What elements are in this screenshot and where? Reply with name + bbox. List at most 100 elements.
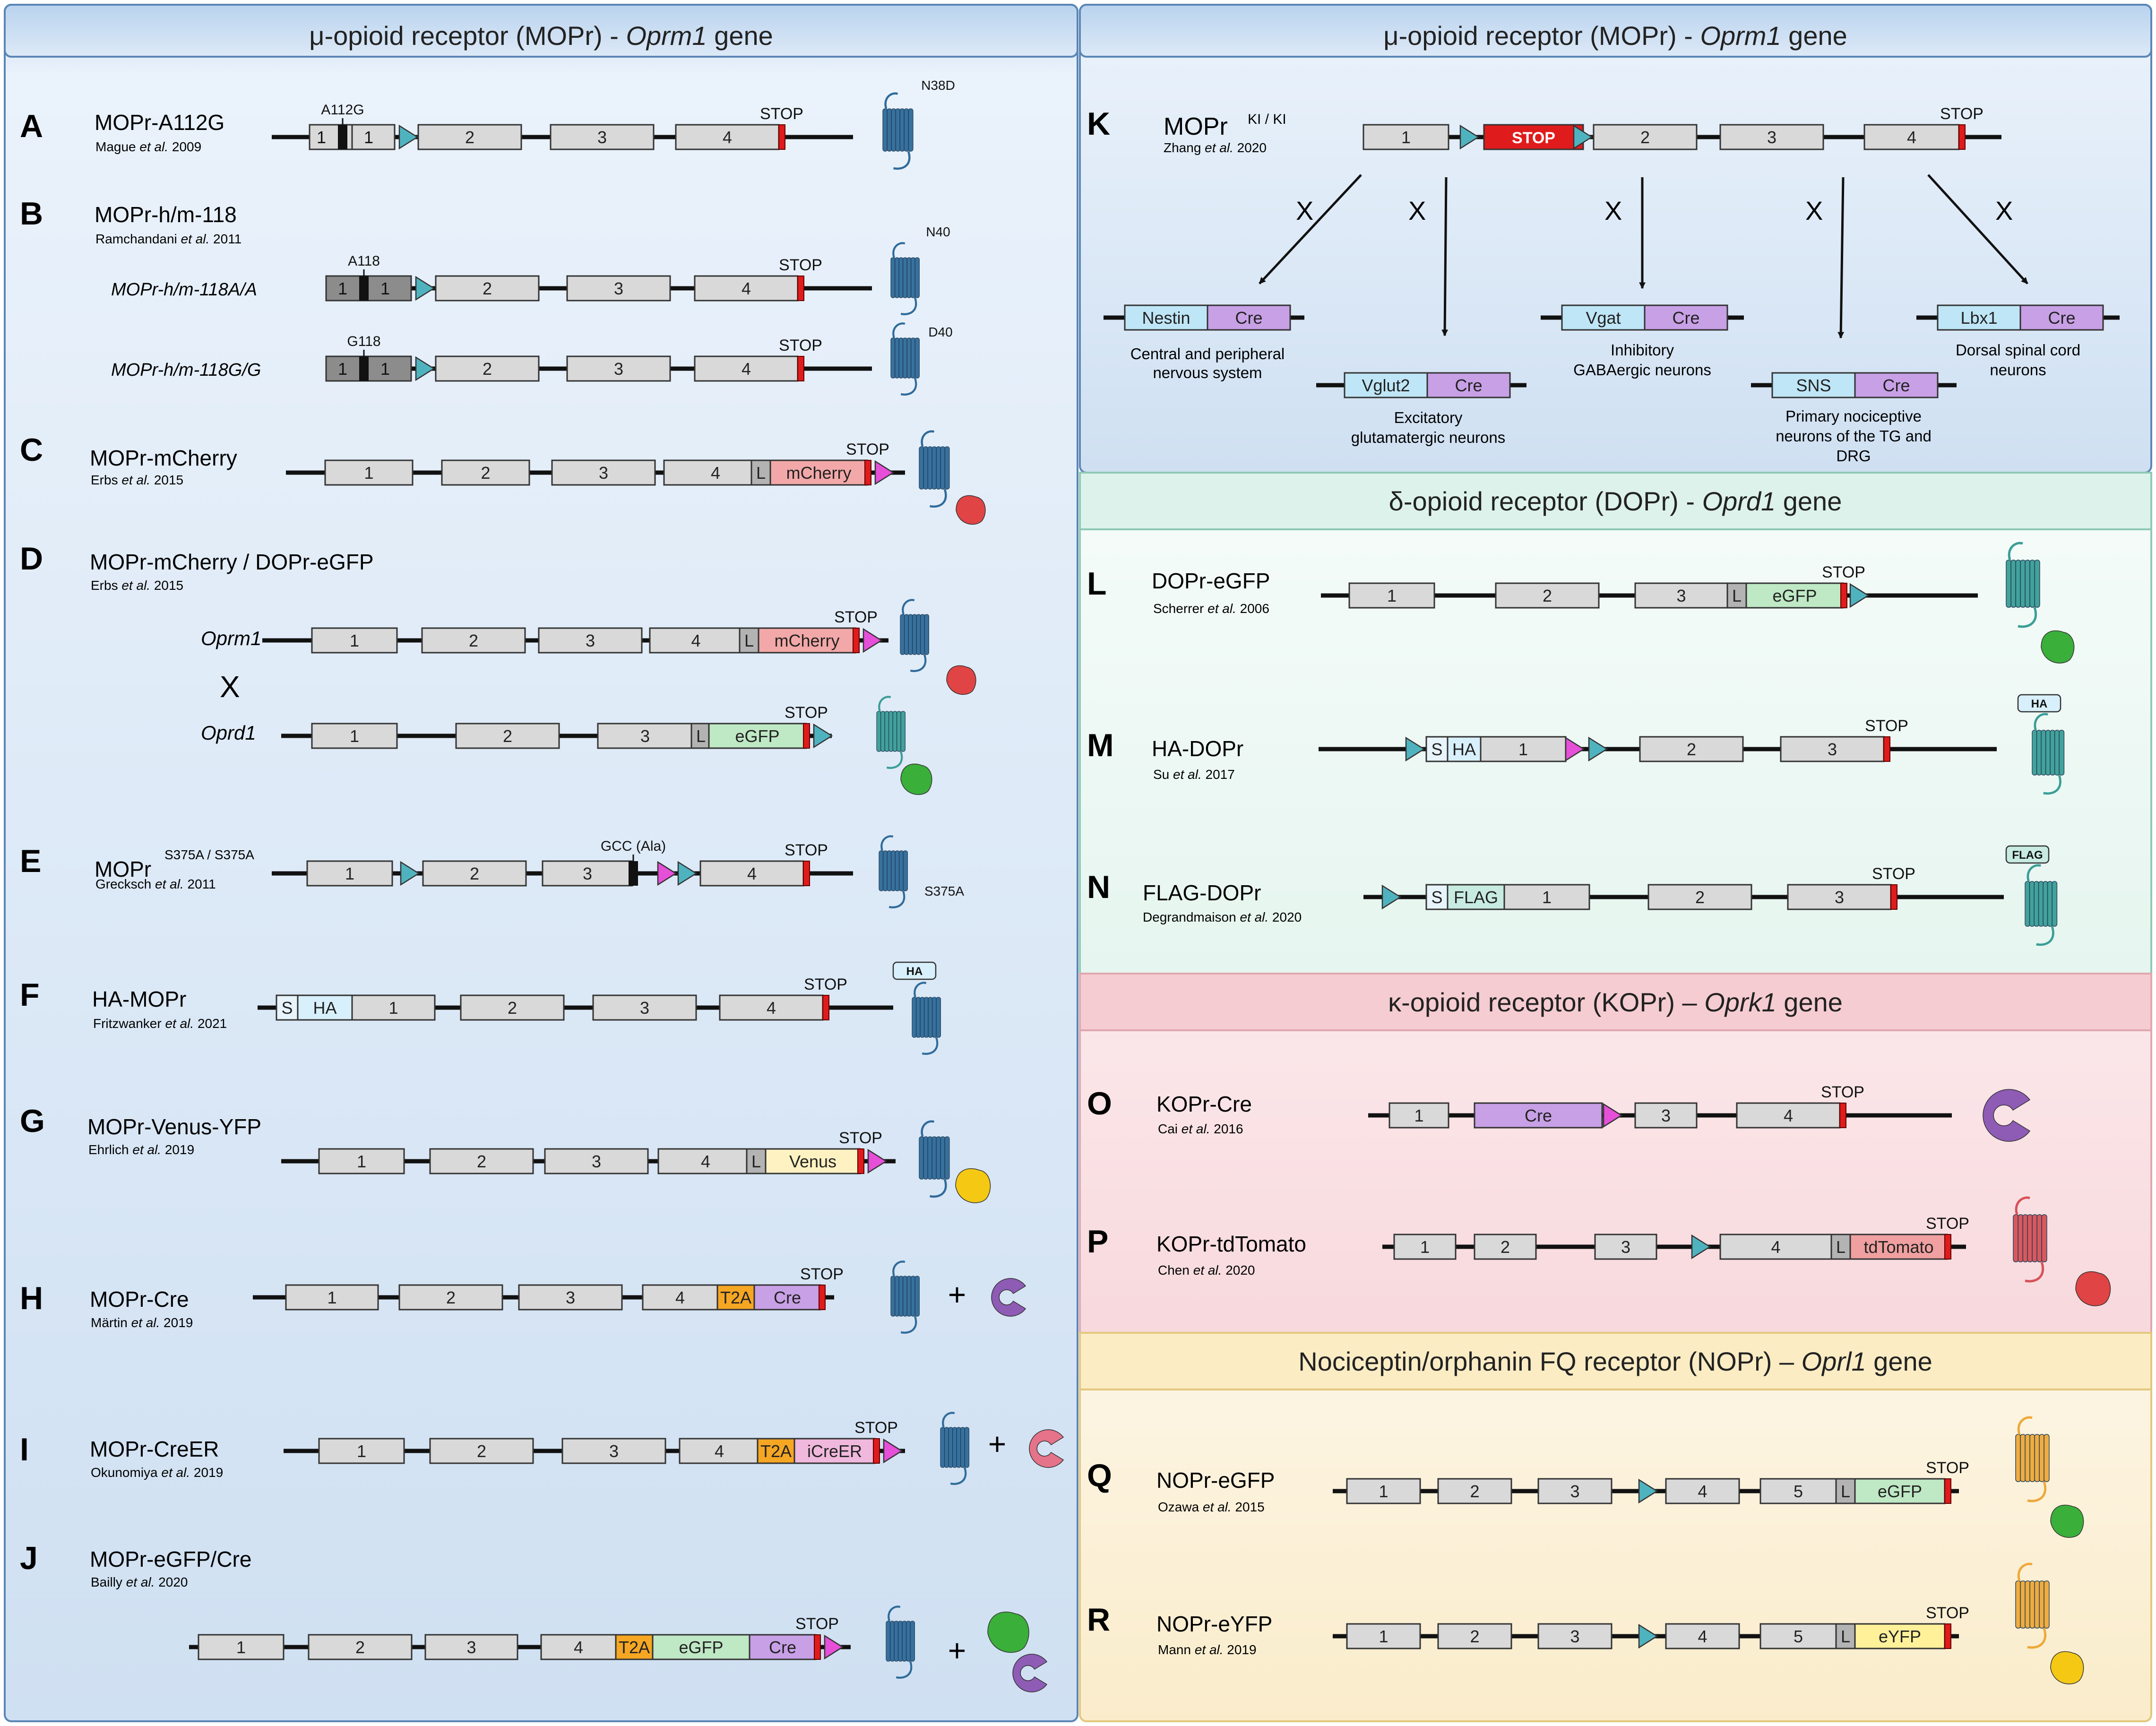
exon-block [551,459,656,486]
stop-codon [1883,736,1890,762]
n-terminus [2015,1196,2030,1215]
label: Lbx1 [1960,308,1997,328]
label: 1 [1401,128,1411,147]
label: 3 [566,1288,575,1307]
row-A-label: A MOPr-A112G Mague et al. 2009 [20,108,224,154]
label: 4 [574,1638,583,1657]
loxp-site [1381,884,1402,910]
label: 4 [1771,1237,1780,1257]
loxp-site [813,723,833,749]
ha-tag-M: HA [2017,694,2061,713]
n-terminus [892,1260,906,1277]
svg-text:NOPr-eYFP: NOPr-eYFP [1156,1612,1272,1636]
label: 3 [609,1441,619,1461]
exon-block [1593,124,1698,150]
exon-block [1759,1623,1837,1649]
label: HA [906,965,923,978]
svg-text:G: G [20,1103,45,1139]
n-terminus [888,1605,901,1622]
svg-text:MOPr-h/m-118: MOPr-h/m-118 [95,202,237,227]
svg-text:N: N [1087,869,1110,905]
exon-block [455,723,560,749]
exon-block [642,1284,718,1311]
creer-protein-I [1029,1429,1064,1468]
svg-text:MOPr-h/m-118G/G: MOPr-h/m-118G/G [111,360,261,380]
loxp-site [398,124,419,150]
label: 4 [742,279,751,298]
label: Vgat [1586,308,1621,328]
egfp-protein-J [987,1611,1029,1653]
cre-recombinase [991,1278,1026,1317]
svg-text:S375A / S375A: S375A / S375A [164,847,254,862]
n-terminus [942,1412,955,1428]
svg-text:Dorsal spinal cord: Dorsal spinal cord [1956,341,2080,359]
frt-site [862,628,883,653]
label: eGFP [735,726,779,746]
stop-codon [1944,1623,1951,1649]
label: 4 [747,864,757,883]
label: 4 [691,631,700,650]
svg-text:KI / KI: KI / KI [1248,112,1286,127]
mutation-mark [629,861,638,886]
label: 3 [592,1152,601,1171]
label: L [756,463,766,483]
svg-text:MOPr: MOPr [1164,113,1228,140]
label: A112G [321,102,364,118]
stop-codon [1839,1103,1846,1128]
exon-block [679,1438,760,1464]
receptor-icon-H [890,1260,920,1334]
svg-text:MOPr-Cre: MOPr-Cre [90,1287,189,1312]
label: STOP [1926,1459,1969,1477]
label: 5 [1794,1482,1803,1501]
exon-block [657,1148,754,1174]
label: 1 [317,128,326,147]
c-terminus [922,1037,939,1055]
exon-block [1483,124,1584,150]
n-terminus [2017,1562,2033,1581]
label: S [1431,888,1442,907]
exon-block [675,124,780,150]
c-terminus [900,1316,917,1334]
receptor-icon-A [882,92,914,170]
exon-block [1647,884,1752,910]
label: 4 [715,1441,724,1461]
c-terminus [930,1179,947,1198]
row-I-label: I MOPr-CreER Okunomiya et al. 2019 [20,1432,223,1480]
exon-block [1854,1478,1946,1504]
label: 1 [1414,1106,1423,1125]
exon-block [1726,582,1747,609]
label: 2 [477,1152,486,1171]
row-L-label: L DOPr-eGFP Scherrer et al. 2006 [1087,566,1270,616]
tm-helix [936,997,941,1038]
label: 2 [1687,740,1696,759]
nopr-title: Nociceptin/orphanin FQ receptor (NOPr) –… [1298,1346,1932,1376]
mutation-mark [338,125,347,149]
loxp-site [1638,1478,1658,1504]
label: eYFP [1879,1627,1921,1646]
tm-helix [908,108,914,152]
svg-text:M: M [1087,727,1114,763]
label: mCherry [774,631,839,650]
exon-block [1787,884,1892,910]
exon-block [311,627,398,654]
label: L [751,1152,761,1171]
svg-text:X: X [1805,196,1823,225]
c-terminus [896,1661,913,1679]
exon-block [1634,582,1728,609]
svg-text:H: H [20,1280,43,1316]
dopr-header [1079,472,2152,530]
exon-block [1719,1234,1832,1260]
n-terminus [921,1120,935,1137]
c-terminus [888,890,906,908]
label: 3 [1570,1627,1579,1646]
svg-text:MOPr-eGFP/Cre: MOPr-eGFP/Cre [90,1547,251,1571]
mutation-mark [359,356,369,381]
